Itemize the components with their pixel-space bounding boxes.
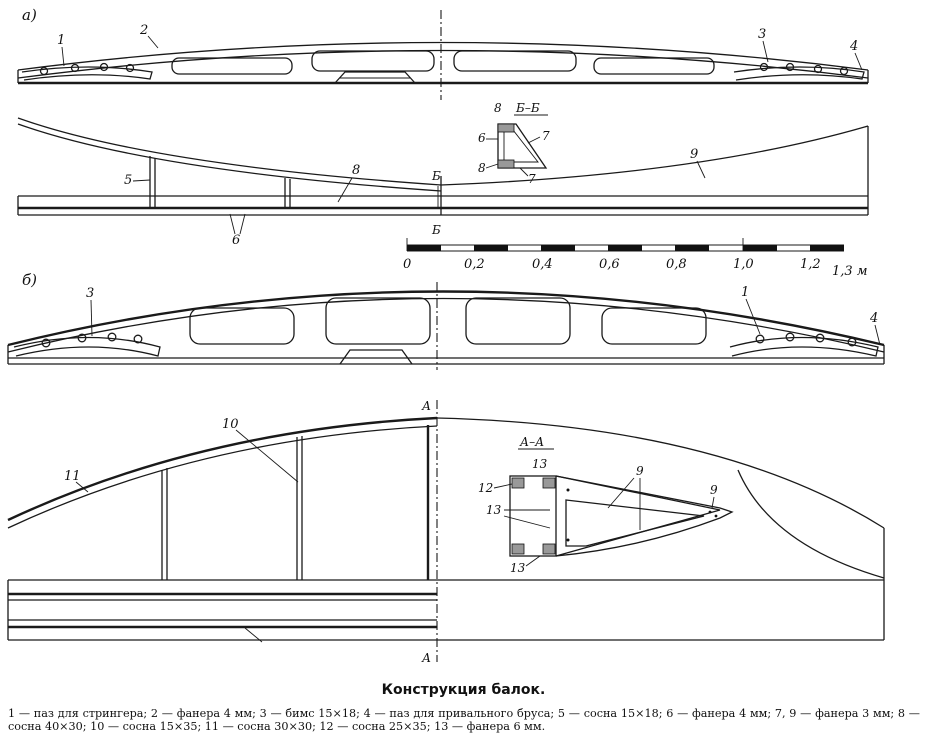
label-7-section-top: 7 [542,129,550,143]
beam-a-elevation: а) 1 2 3 4 [17,6,869,100]
label-1-view-b: 1 [741,285,749,300]
label-3: 3 [758,27,766,42]
label-13-section-mid: 13 [486,503,502,517]
scale-bar: 0 0,2 0,4 0,6 0,8 1,0 1,2 1,3 м [403,238,868,279]
beam-construction-drawing: а) 1 2 3 4 [7,6,885,665]
cut-mark-a-top: А [421,399,431,413]
label-12: 12 [478,481,493,495]
label-4: 4 [849,39,858,54]
label-10: 10 [222,417,239,432]
label-6-longitudinal: 6 [232,233,240,248]
view-label-a: а) [22,6,37,24]
label-9-longitudinal: 9 [690,147,698,162]
scale-end-label: 1,3 м [832,264,868,279]
cut-mark-b-top: Б [431,169,441,183]
beam-b-elevation: б) 3 1 4 [7,271,885,370]
label-1: 1 [57,33,65,48]
label-9-section-right: 9 [710,483,718,497]
beam-a-longitudinal: 5 8 9 6 Б Б [17,117,869,248]
section-aa-title: А–А [519,435,544,449]
label-5: 5 [124,173,132,188]
label-8-longitudinal: 8 [352,163,360,178]
view-label-b: б) [22,271,37,289]
label-8-section-bottom: 8 [478,161,486,175]
label-13-section-top: 13 [532,457,548,471]
label-7-section-bottom: 7 [528,172,536,186]
section-aa: А–А 12 13 13 13 9 9 [478,435,734,575]
figure-legend: 1 — паз для стрингера; 2 — фанера 4 мм; … [8,707,920,733]
label-11: 11 [64,469,81,484]
beam-b-longitudinal: А А 10 11 [7,399,885,665]
cut-mark-a-bottom: А [421,651,431,665]
scale-tick-4: 0,8 [666,257,687,272]
figure-caption: Конструкция балок. [381,682,546,698]
section-bb-title: Б–Б [515,101,540,115]
scale-tick-6: 1,2 [800,257,821,272]
label-4-view-b: 4 [869,311,878,326]
label-2: 2 [139,23,148,38]
scale-tick-1: 0,2 [464,257,485,272]
label-3-view-b: 3 [86,286,94,301]
label-6-section: 6 [478,131,486,145]
scale-tick-2: 0,4 [532,257,553,272]
scale-tick-3: 0,6 [599,257,620,272]
label-13-section-bottom: 13 [510,561,526,575]
scale-tick-5: 1,0 [733,257,754,272]
label-9-section-left: 9 [636,464,644,478]
section-bb: Б–Б 8 6 7 8 7 [478,101,550,186]
cut-mark-b-bottom: Б [431,223,441,237]
scale-tick-0: 0 [403,257,411,272]
label-8-section-top: 8 [494,101,502,115]
